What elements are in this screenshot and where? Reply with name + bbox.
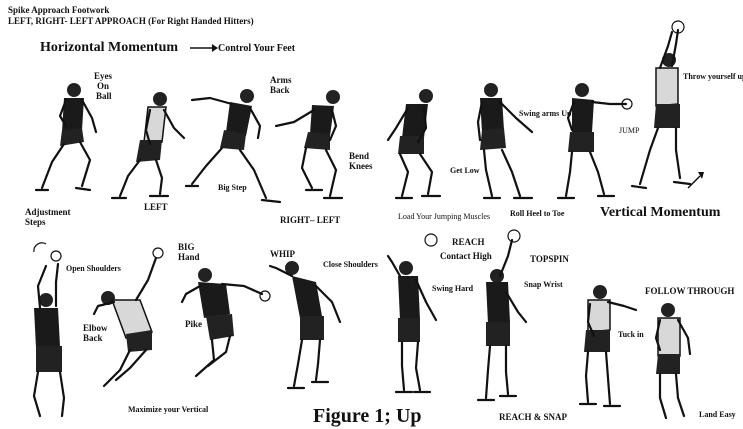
label-ball: Ball xyxy=(96,92,112,101)
label-hand: Hand xyxy=(178,253,200,262)
athlete-figure-8 xyxy=(632,21,690,188)
label-big-step: Big Step xyxy=(218,184,247,192)
athlete-figure-9 xyxy=(34,243,64,416)
athlete-figure-7 xyxy=(558,83,632,198)
athlete-figure-15 xyxy=(580,285,636,406)
label-follow-through: FOLLOW THROUGH xyxy=(645,287,734,296)
label-swing-hard: Swing Hard xyxy=(432,285,473,293)
athlete-figure-1 xyxy=(36,83,96,190)
label-tuck-in: Tuck in xyxy=(618,331,644,339)
label-topspin: TOPSPIN xyxy=(530,255,569,264)
label-swing-arms-up: Swing arms Up xyxy=(519,110,571,118)
athlete-figure-13 xyxy=(388,256,436,392)
figure-caption: Figure 1; Up xyxy=(313,405,422,428)
label-steps: Steps xyxy=(25,218,46,227)
label-roll-heel: Roll Heel to Toe xyxy=(510,210,564,218)
label-knees: Knees xyxy=(349,162,373,171)
label-back: Back xyxy=(270,86,290,95)
athlete-figure-12 xyxy=(270,261,340,388)
label-maximize-vertical: Maximize your Vertical xyxy=(128,406,208,414)
label-snap-wrist: Snap Wrist xyxy=(524,281,563,289)
label-throw-up: Throw yourself up xyxy=(683,73,743,81)
athlete-figure-5 xyxy=(388,89,440,198)
label-reach: REACH xyxy=(452,238,485,247)
athlete-figure-16 xyxy=(656,303,690,418)
label-right-left: RIGHT– LEFT xyxy=(280,216,340,225)
label-close-shoulders: Close Shoulders xyxy=(323,261,378,269)
label-pike: Pike xyxy=(185,320,202,329)
label-get-low: Get Low xyxy=(450,167,480,175)
label-elbow-back: Back xyxy=(83,334,103,343)
label-load-muscles: Load Your Jumping Muscles xyxy=(398,213,490,221)
horizontal-arrow-icon xyxy=(190,44,218,52)
label-jump: JUMP xyxy=(619,127,639,135)
label-open-shoulders: Open Shoulders xyxy=(66,265,121,273)
label-contact-high: Contact High xyxy=(440,252,492,261)
label-left: LEFT xyxy=(144,203,168,212)
vertical-arrow-icon xyxy=(688,172,704,188)
label-whip: WHIP xyxy=(270,250,295,259)
athlete-figure-6 xyxy=(478,83,532,198)
label-reach-snap: REACH & SNAP xyxy=(499,413,567,422)
athlete-figure-2 xyxy=(112,92,184,198)
label-land-easy: Land Easy xyxy=(699,411,736,419)
athlete-figure-4 xyxy=(276,90,342,198)
